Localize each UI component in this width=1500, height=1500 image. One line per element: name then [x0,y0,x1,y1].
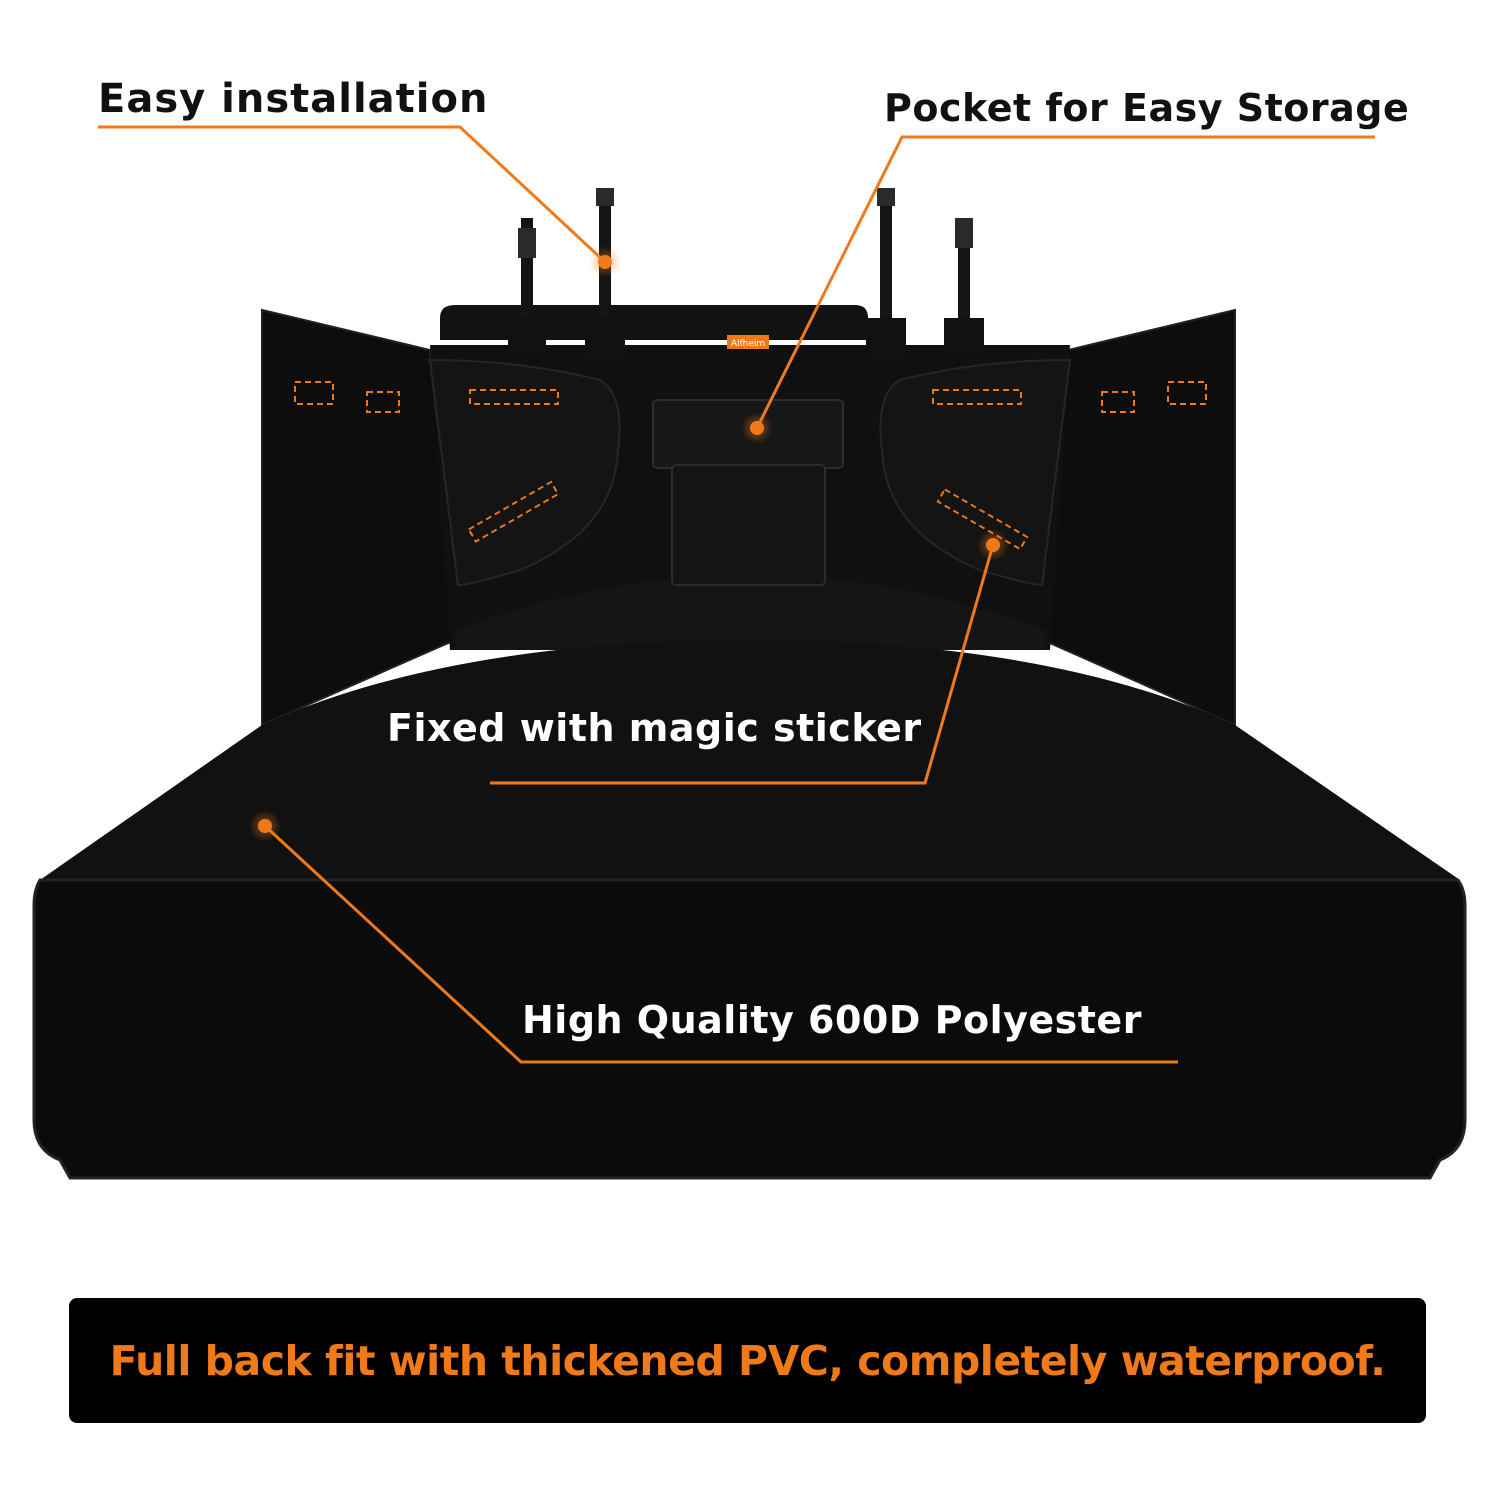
callout-polyester: High Quality 600D Polyester [522,998,1142,1042]
hotspot-dots [249,246,1009,842]
right-side-flap [1041,308,1236,727]
headrest-strap-4 [944,218,984,355]
brand-tag-label: Alfheim [731,339,765,349]
left-inner-flap [427,359,621,587]
bumper-flap [32,878,1467,1180]
cargo-floor [40,640,1460,880]
banner-text: Full back fit with thickened PVC, comple… [109,1336,1386,1385]
storage-pocket-body [671,464,826,586]
headrest-strap-3 [866,188,906,360]
callout-magic-sticker: Fixed with magic sticker [387,706,922,750]
callout-leaders [98,125,1375,1064]
right-inner-flap [879,358,1072,587]
velcro-markers [294,381,1207,551]
center-floor-curve [455,575,1045,650]
feature-banner: Full back fit with thickened PVC, comple… [69,1298,1426,1423]
callout-pocket-storage: Pocket for Easy Storage [884,86,1410,130]
seat-back-panel [440,305,868,340]
callout-easy-installation: Easy installation [98,76,489,122]
brand-tag [727,335,769,349]
headrest-strap-1 [508,218,546,355]
left-side-flap [261,308,457,727]
